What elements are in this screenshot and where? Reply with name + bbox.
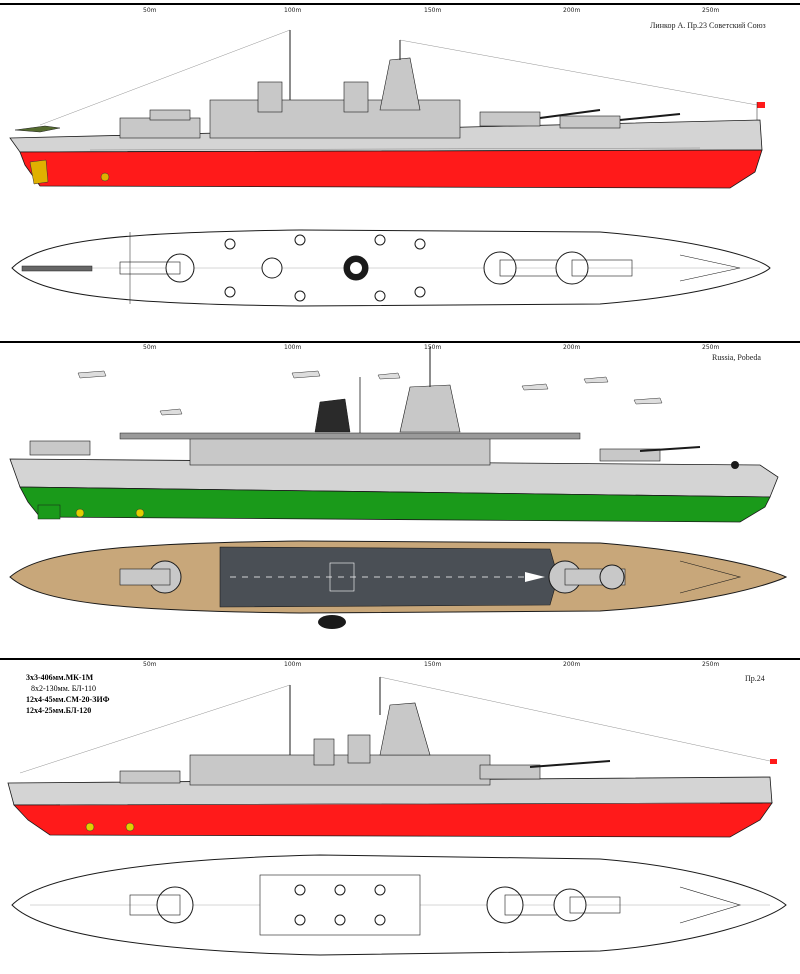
aft-turret <box>149 109 191 121</box>
aft-turret <box>119 770 181 784</box>
hangar-block <box>189 436 491 466</box>
scale-tick: 150m <box>424 7 442 14</box>
funnel-1 <box>313 738 335 766</box>
deck-arrow-icon <box>525 572 545 582</box>
flag <box>757 102 765 108</box>
panel-project-23: 50m 100m 150m 200m 250m Линкор А. Пр.23 … <box>0 0 800 330</box>
scale-tick: 200m <box>563 344 581 351</box>
fwd-turret-a <box>479 764 541 780</box>
propeller-hub <box>85 822 95 832</box>
scale-tick: 50m <box>143 661 157 668</box>
scale-bar <box>0 3 800 5</box>
funnel-1 <box>257 81 283 113</box>
turret-top-aft <box>156 886 194 924</box>
radar-top <box>318 615 346 629</box>
fwd-turret-b <box>559 115 621 129</box>
armament-line: 12x4-25мм.БЛ-120 <box>26 706 92 715</box>
propeller-hub <box>75 508 85 518</box>
scale-tick: 50m <box>143 344 157 351</box>
armament-line: 3x3-406мм.МК-1М <box>26 673 94 682</box>
elevator <box>329 562 355 592</box>
scale-tick: 100m <box>284 661 302 668</box>
propeller <box>37 504 61 520</box>
fwd-turret <box>599 448 661 462</box>
scale-tick: 100m <box>284 7 302 14</box>
anchor <box>731 461 739 469</box>
panel-pobeda: 50m 100m 150m 200m 250m Russia, Pobeda <box>0 337 800 657</box>
scale-tick: 250m <box>702 344 720 351</box>
radar-dish <box>314 398 351 433</box>
scale-tick: 200m <box>563 661 581 668</box>
funnel-top <box>261 257 283 279</box>
scale-tick: 150m <box>424 344 442 351</box>
floatplane <box>14 125 61 133</box>
flag <box>770 759 777 764</box>
scale-tick: 250m <box>702 7 720 14</box>
ship-caption: Линкор А. Пр.23 Советский Союз <box>650 21 766 30</box>
propeller-hub <box>100 172 110 182</box>
armament-line: 8x2-130мм. БЛ-110 <box>31 684 96 693</box>
propeller <box>29 159 49 185</box>
scale-tick: 100m <box>284 344 302 351</box>
hull-side-grey <box>9 458 779 498</box>
funnel-2 <box>343 81 369 113</box>
aircraft-icon <box>77 370 663 416</box>
island <box>399 384 461 433</box>
panel-project-24: 50m 100m 150m 200m 250m Пр.24 3x3-406мм.… <box>0 655 800 974</box>
forward-tower <box>379 57 421 111</box>
forward-tower <box>379 702 431 756</box>
superstructure-top <box>259 874 421 936</box>
turret-top-fwd <box>599 564 625 590</box>
scale-tick: 200m <box>563 7 581 14</box>
armament-list: 3x3-406мм.МК-1М 8x2-130мм. БЛ-110 12x4-4… <box>26 672 110 716</box>
aft-turret <box>29 440 91 456</box>
ship-caption: Пр.24 <box>745 674 765 683</box>
ship-drawing-pobeda <box>9 347 788 629</box>
hull-side-red <box>13 802 773 838</box>
scale-tick: 50m <box>143 7 157 14</box>
ship-caption: Russia, Pobeda <box>712 353 761 362</box>
flight-deck-side <box>119 432 581 440</box>
scale-tick: 250m <box>702 661 720 668</box>
mid-superstructure <box>189 754 491 786</box>
aft-deckhouse <box>119 117 201 139</box>
mid-superstructure <box>209 99 461 139</box>
armament-line: 12x4-45мм.СМ-20-ЗИФ <box>26 695 110 704</box>
fwd-turret-a <box>479 111 541 127</box>
catapult <box>21 265 93 272</box>
hull-side-green <box>19 486 771 523</box>
hull-side-red <box>19 149 763 189</box>
funnel-2 <box>347 734 371 764</box>
ship-drawing-project-23 <box>9 29 771 307</box>
scale-bar <box>0 658 800 660</box>
ship-drawing-project-24 <box>7 676 787 956</box>
scale-bar <box>0 341 800 343</box>
propeller-hub <box>135 508 145 518</box>
propeller-hub <box>125 822 135 832</box>
scale-tick: 150m <box>424 661 442 668</box>
